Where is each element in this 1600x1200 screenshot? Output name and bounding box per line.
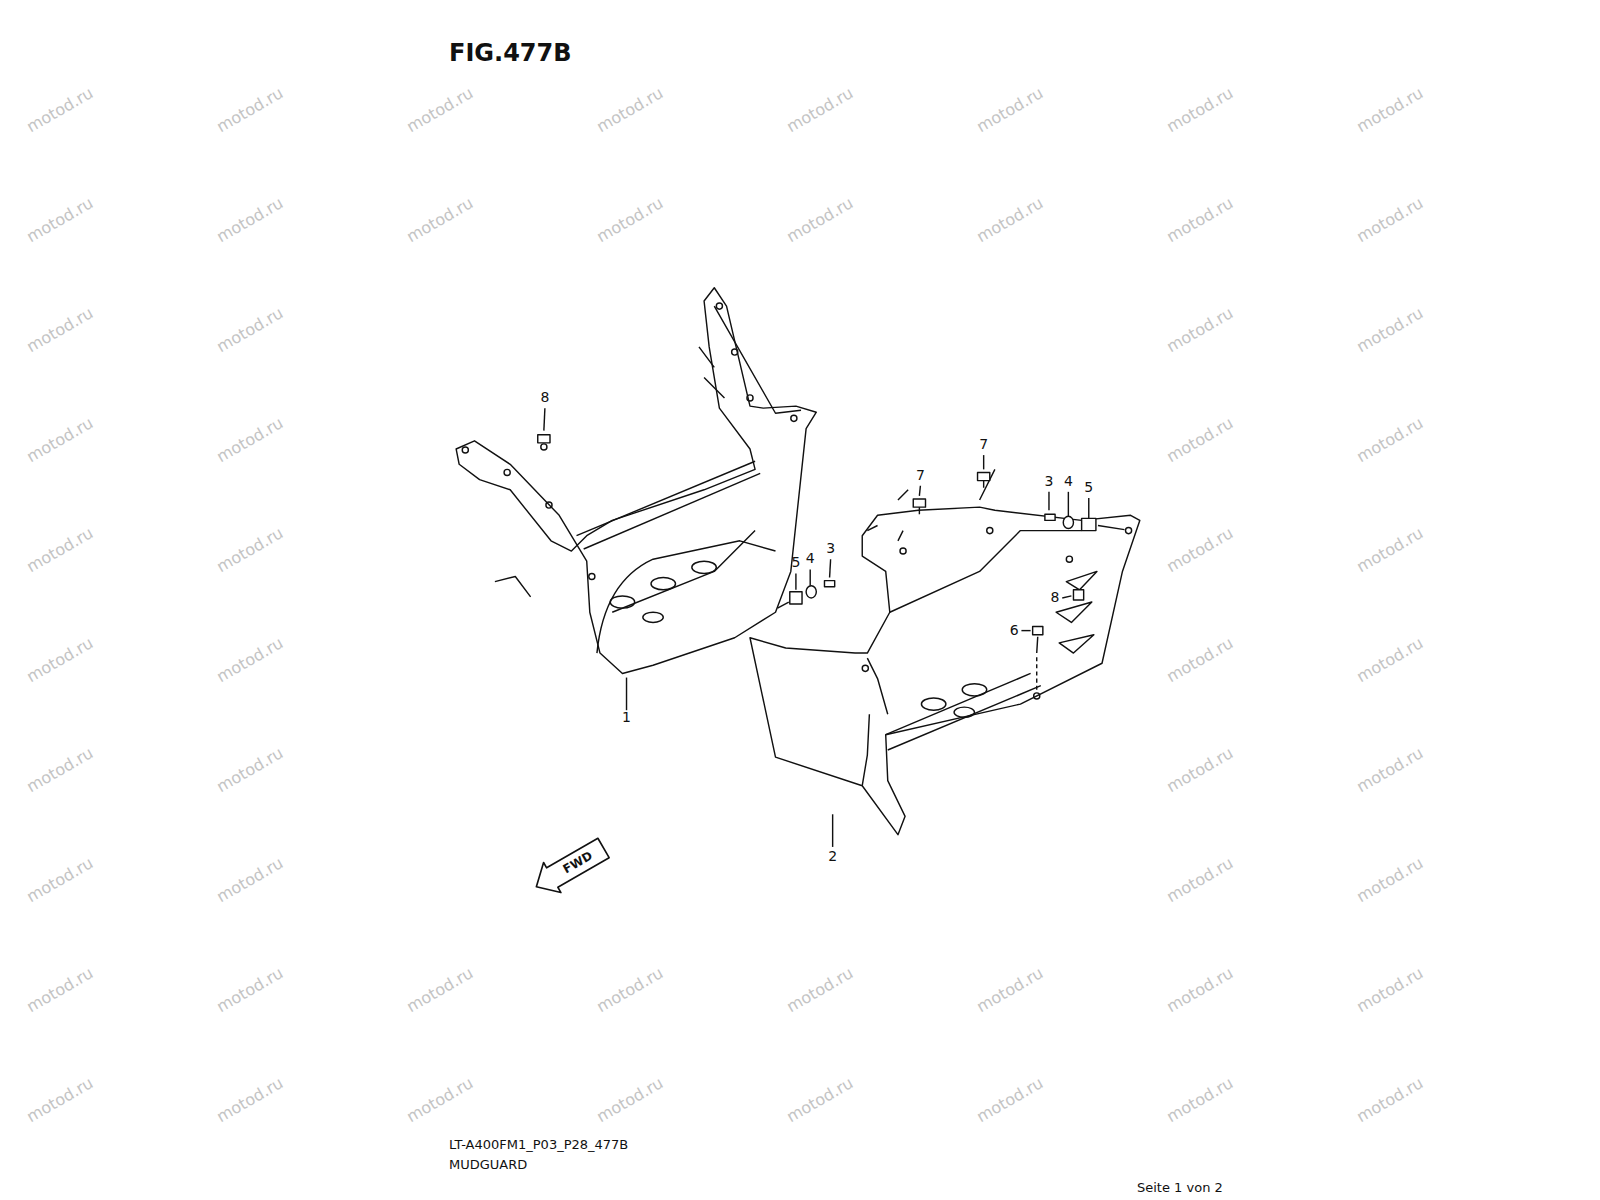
watermark: motod.ru [24,304,96,356]
watermark: motod.ru [974,84,1046,136]
watermark: motod.ru [594,84,666,136]
callout-number: 3 [1045,474,1054,489]
watermark: motod.ru [1354,194,1426,246]
watermark: motod.ru [1354,524,1426,576]
watermark: motod.ru [1354,854,1426,906]
watermark: motod.ru [404,1074,476,1126]
watermark: motod.ru [1164,744,1236,796]
watermark: motod.ru [594,1074,666,1126]
watermark: motod.ru [24,1074,96,1126]
callout-number: 6 [1010,623,1019,638]
watermark: motod.ru [24,964,96,1016]
watermark: motod.ru [214,964,286,1016]
watermark: motod.ru [1354,414,1426,466]
callout-number: 3 [826,541,835,556]
callout-number: 1 [622,711,631,726]
figure-title: FIG.477B [449,40,572,66]
watermark: motod.ru [1164,634,1236,686]
watermark: motod.ru [214,84,286,136]
drawing-code: LT-A400FM1_P03_P28_477B [449,1138,628,1152]
watermark: motod.ru [1354,1074,1426,1126]
callout-number: 5 [1084,480,1093,495]
watermark: motod.ru [1164,304,1236,356]
watermark: motod.ru [214,854,286,906]
watermark: motod.ru [24,854,96,906]
watermark: motod.ru [1164,964,1236,1016]
watermark: motod.ru [24,194,96,246]
watermark: motod.ru [784,964,856,1016]
watermark: motod.ru [594,194,666,246]
watermark: motod.ru [24,414,96,466]
watermark: motod.ru [594,964,666,1016]
watermark: motod.ru [214,524,286,576]
watermark: motod.ru [1354,304,1426,356]
callout-number: 5 [791,556,800,571]
watermark: motod.ru [974,194,1046,246]
watermark: motod.ru [784,1074,856,1126]
callout-number: 7 [979,437,988,452]
watermark: motod.ru [24,744,96,796]
callout-number: 7 [916,468,925,483]
forward-label: FWD [561,850,595,877]
callout-number: 2 [828,849,837,864]
watermark: motod.ru [214,414,286,466]
watermark: motod.ru [1164,194,1236,246]
watermark: motod.ru [214,304,286,356]
watermark: motod.ru [1164,1074,1236,1126]
left-mudguard [456,288,816,674]
watermark: motod.ru [974,1074,1046,1126]
watermark: motod.ru [784,84,856,136]
callout-number: 4 [806,551,815,566]
watermark: motod.ru [1354,84,1426,136]
watermark: motod.ru [1164,414,1236,466]
callout-number: 8 [1051,590,1060,605]
watermark: motod.ru [214,744,286,796]
right-mudguard [750,469,1140,834]
fasteners-and-leaders [538,408,1125,847]
watermark: motod.ru [404,964,476,1016]
page-number: Seite 1 von 2 [1137,1181,1223,1195]
forward-arrow [528,833,613,902]
watermark: motod.ru [214,194,286,246]
watermark: motod.ru [214,1074,286,1126]
section-name: MUDGUARD [449,1158,527,1172]
watermark: motod.ru [974,964,1046,1016]
watermark: motod.ru [784,194,856,246]
watermark: motod.ru [214,634,286,686]
watermark: motod.ru [24,84,96,136]
watermark: motod.ru [1164,854,1236,906]
watermark: motod.ru [24,634,96,686]
callout-number: 8 [540,390,549,405]
watermark: motod.ru [1164,524,1236,576]
watermark: motod.ru [1354,744,1426,796]
watermark: motod.ru [404,84,476,136]
callout-number: 4 [1064,474,1073,489]
watermark: motod.ru [1354,964,1426,1016]
watermark: motod.ru [1164,84,1236,136]
watermark: motod.ru [1354,634,1426,686]
watermark: motod.ru [404,194,476,246]
watermark: motod.ru [24,524,96,576]
